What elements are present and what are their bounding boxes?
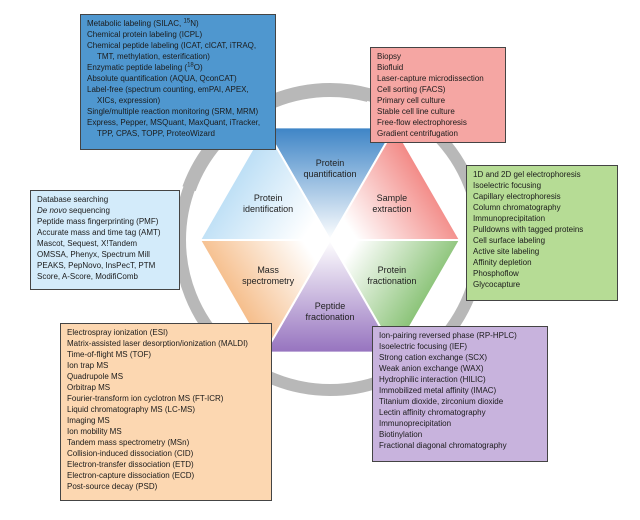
list-item: XICs, expression) [97, 96, 161, 105]
list-item: Mascot, Sequest, X!Tandem [37, 239, 138, 248]
list-item: Column chromatography [473, 203, 561, 212]
mass-spectrometry-box: Electrospray ionization (ESI) Matrix-assi… [60, 323, 272, 501]
list-item: 1D and 2D gel electrophoresis [473, 170, 581, 179]
list-item: Single/multiple reaction monitoring (SRM… [87, 107, 259, 116]
list-item: Matrix-assisted laser desorption/ionizat… [67, 339, 248, 348]
list-item: Immunoprecipitation [379, 419, 452, 428]
list-item: Hydrophilic interaction (HILIC) [379, 375, 486, 384]
list-item: Biofluid [377, 63, 404, 72]
list-item: Score, A-Score, ModifiComb [37, 272, 138, 281]
list-item: Strong cation exchange (SCX) [379, 353, 488, 362]
list-item: Immunoprecipitation [473, 214, 546, 223]
list-item: Express, Pepper, MSQuant, MaxQuant, iTra… [87, 118, 261, 127]
list-item: Collision-induced dissociation (CID) [67, 449, 194, 458]
list-item: Fractional diagonal chromatography [379, 441, 507, 450]
list-item: TMT, methylation, esterification) [97, 52, 210, 61]
list-item: Laser-capture microdissection [377, 74, 484, 83]
list-item: Label-free (spectrum counting, emPAI, AP… [87, 85, 249, 94]
list-item: Absolute quantification (AQUA, QconCAT) [87, 74, 237, 83]
list-item: Pulldowns with tagged proteins [473, 225, 584, 234]
list-item: PEAKS, PepNovo, InsPecT, PTM [37, 261, 156, 270]
list-item: Immobilized metal affinity (IMAC) [379, 386, 497, 395]
list-item: Time-of-flight MS (TOF) [67, 350, 152, 359]
list-item: Primary cell culture [377, 96, 446, 105]
segment-protein-identification [198, 125, 332, 241]
list-item: Isoelectric focusing (IEF) [379, 342, 468, 351]
list-item: Biotinylation [379, 430, 423, 439]
peptide-fractionation-box: Ion-pairing reversed phase (RP-HPLC) Isoe… [372, 326, 548, 462]
list-item: Accurate mass and time tag (AMT) [37, 228, 161, 237]
list-item: Imaging MS [67, 416, 110, 425]
protein-quantification-box: Metabolic labeling (SILAC, 15N) Chemical … [80, 14, 276, 150]
list-item: Affinity depletion [473, 258, 532, 267]
list-item: Lectin affinity chromatography [379, 408, 486, 417]
list-item: OMSSA, Phenyx, Spectrum Mill [37, 250, 150, 259]
list-item: Ion-pairing reversed phase (RP-HPLC) [379, 331, 517, 340]
list-item: Chemical peptide labeling (ICAT, cICAT, … [87, 41, 257, 50]
list-item: Enzymatic peptide labeling (18O) [87, 62, 203, 72]
list-item: Electron-transfer dissociation (ETD) [67, 460, 194, 469]
list-item: Tandem mass spectrometry (MSn) [67, 438, 190, 447]
list-item: Peptide mass fingerprinting (PMF) [37, 217, 159, 226]
list-item: Ion mobility MS [67, 427, 122, 436]
list-item: Glycocapture [473, 280, 521, 289]
list-item: Quadrupole MS [67, 372, 124, 381]
list-item: Biopsy [377, 52, 402, 61]
list-item: Cell sorting (FACS) [377, 85, 446, 94]
list-item: Cell surface labeling [473, 236, 546, 245]
list-item: Phosphoflow [473, 269, 519, 278]
list-item: Liquid chromatography MS (LC-MS) [67, 405, 196, 414]
list-item: Weak anion exchange (WAX) [379, 364, 484, 373]
list-item: Isoelectric focusing [473, 181, 542, 190]
list-item: Active site labeling [473, 247, 540, 256]
list-item: Electron-capture dissociation (ECD) [67, 471, 195, 480]
list-item: Free-flow electrophoresis [377, 118, 467, 127]
list-item: Titanium dioxide, zirconium dioxide [379, 397, 504, 406]
list-item: Orbitrap MS [67, 383, 111, 392]
list-item: Post-source decay (PSD) [67, 482, 158, 491]
list-item: Stable cell line culture [377, 107, 455, 116]
list-item: TPP, CPAS, TOPP, ProteoWizard [97, 129, 215, 138]
list-item: Gradient centrifugation [377, 129, 458, 138]
list-item: Chemical protein labeling (ICPL) [87, 30, 203, 39]
wheel-segments [198, 125, 462, 355]
list-item: Ion trap MS [67, 361, 109, 370]
list-item: Capillary electrophoresis [473, 192, 561, 201]
list-item: Electrospray ionization (ESI) [67, 328, 168, 337]
list-item: Metabolic labeling (SILAC, 15N) [87, 18, 199, 28]
list-item: Fourier-transform ion cyclotron MS (FT-I… [67, 394, 224, 403]
list-item: De novo sequencing [37, 206, 110, 215]
list-item: Database searching [37, 195, 109, 204]
